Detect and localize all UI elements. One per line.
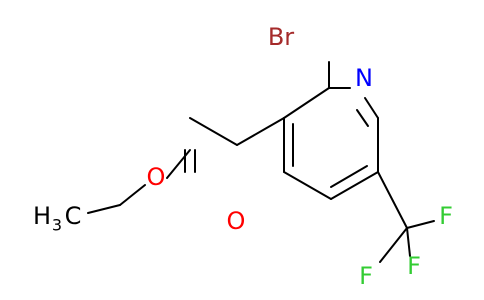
atom-n: N — [355, 64, 373, 92]
bond-cco-o-ester — [166, 149, 191, 179]
bond-n1-c6 — [364, 97, 379, 119]
bond-cf3-f1 — [406, 220, 435, 229]
bond-c3-ch2 — [236, 117, 285, 146]
atom-ch3-subscript: 3 — [52, 216, 62, 235]
bond-cf3-f3 — [406, 227, 411, 257]
atom-ch3: H 3 C — [33, 202, 81, 235]
atom-o-carbonyl: O — [227, 207, 246, 235]
atom-f3: F — [407, 252, 421, 280]
atom-br: Br — [268, 23, 294, 51]
atom-ch3-h: H — [33, 202, 51, 230]
bond-cf3-f2 — [379, 227, 408, 263]
bond-c5-c4-inner — [330, 165, 368, 188]
atom-labels: Br N O O F F F H 3 C — [33, 23, 453, 290]
bond-c4-c3 — [283, 171, 332, 200]
atom-f2: F — [359, 262, 373, 290]
bond-ethyl-ch3 — [87, 204, 121, 214]
bond-c5-c4 — [330, 171, 379, 200]
atom-o-ester: O — [147, 163, 166, 191]
bonds — [87, 61, 435, 263]
atom-ch3-c: C — [65, 202, 82, 230]
bond-ch2-cco — [189, 117, 238, 146]
bond-c5-cf3 — [377, 171, 408, 229]
atom-f1: F — [439, 202, 453, 230]
bond-n1-c6-inner — [356, 109, 369, 127]
bond-o-ch2-ethyl — [119, 184, 146, 206]
bond-c2-ring-top — [283, 87, 330, 119]
